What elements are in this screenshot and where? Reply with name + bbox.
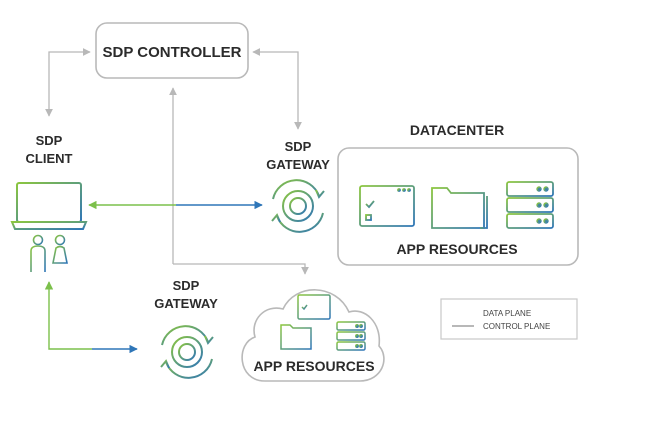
data-plane-connectors: [44, 200, 263, 354]
client-label-line1: SDP: [36, 133, 63, 148]
sdp-client: SDP CLIENT: [10, 133, 88, 272]
controller-gateway-link: [252, 48, 302, 130]
users-gateway-link-green: [44, 281, 92, 350]
datacenter-title: DATACENTER: [410, 122, 504, 138]
server-icon: [336, 321, 366, 351]
folder-icon: [280, 324, 312, 350]
folder-icon: [431, 187, 488, 229]
gateway-cycle-icon: [160, 325, 214, 379]
gateway-bottom-label-line1: SDP: [173, 278, 200, 293]
control-plane-connectors: [45, 48, 309, 275]
legend-data-plane-label: DATA PLANE: [483, 309, 531, 318]
cloud-resources-label: APP RESOURCES: [253, 358, 374, 374]
legend-box: [440, 298, 578, 340]
laptop-icon: [10, 182, 88, 230]
controller-cloud-link-2: [173, 263, 309, 275]
datacenter: DATACENTER: [337, 122, 579, 266]
legend-control-plane-label: CONTROL PLANE: [483, 322, 550, 331]
users-icon: [30, 234, 68, 272]
client-label-line2: CLIENT: [26, 151, 73, 166]
controller-label: SDP CONTROLLER: [103, 44, 242, 61]
controller-client-link: [45, 48, 91, 117]
sdp-gateway-bottom: SDP GATEWAY: [154, 278, 218, 379]
server-icon: [506, 181, 554, 229]
gateway-bottom-label-line2: GATEWAY: [154, 296, 218, 311]
cloud-icon: [241, 289, 385, 382]
browser-checklist-icon: [359, 185, 415, 227]
datacenter-resources-label: APP RESOURCES: [396, 241, 517, 257]
cloud-resources: APP RESOURCES: [241, 289, 385, 382]
legend: DATA PLANE CONTROL PLANE: [440, 298, 578, 340]
gateway-top-label-line1: SDP: [285, 139, 312, 154]
sdp-gateway-top: SDP GATEWAY: [266, 139, 330, 233]
controller-box: [95, 22, 249, 79]
sdp-controller: SDP CONTROLLER: [95, 22, 249, 79]
gateway-top-label-line2: GATEWAY: [266, 157, 330, 172]
gateway-cycle-icon: [271, 179, 325, 233]
datacenter-box: [337, 147, 579, 266]
browser-checklist-icon: [297, 294, 331, 320]
